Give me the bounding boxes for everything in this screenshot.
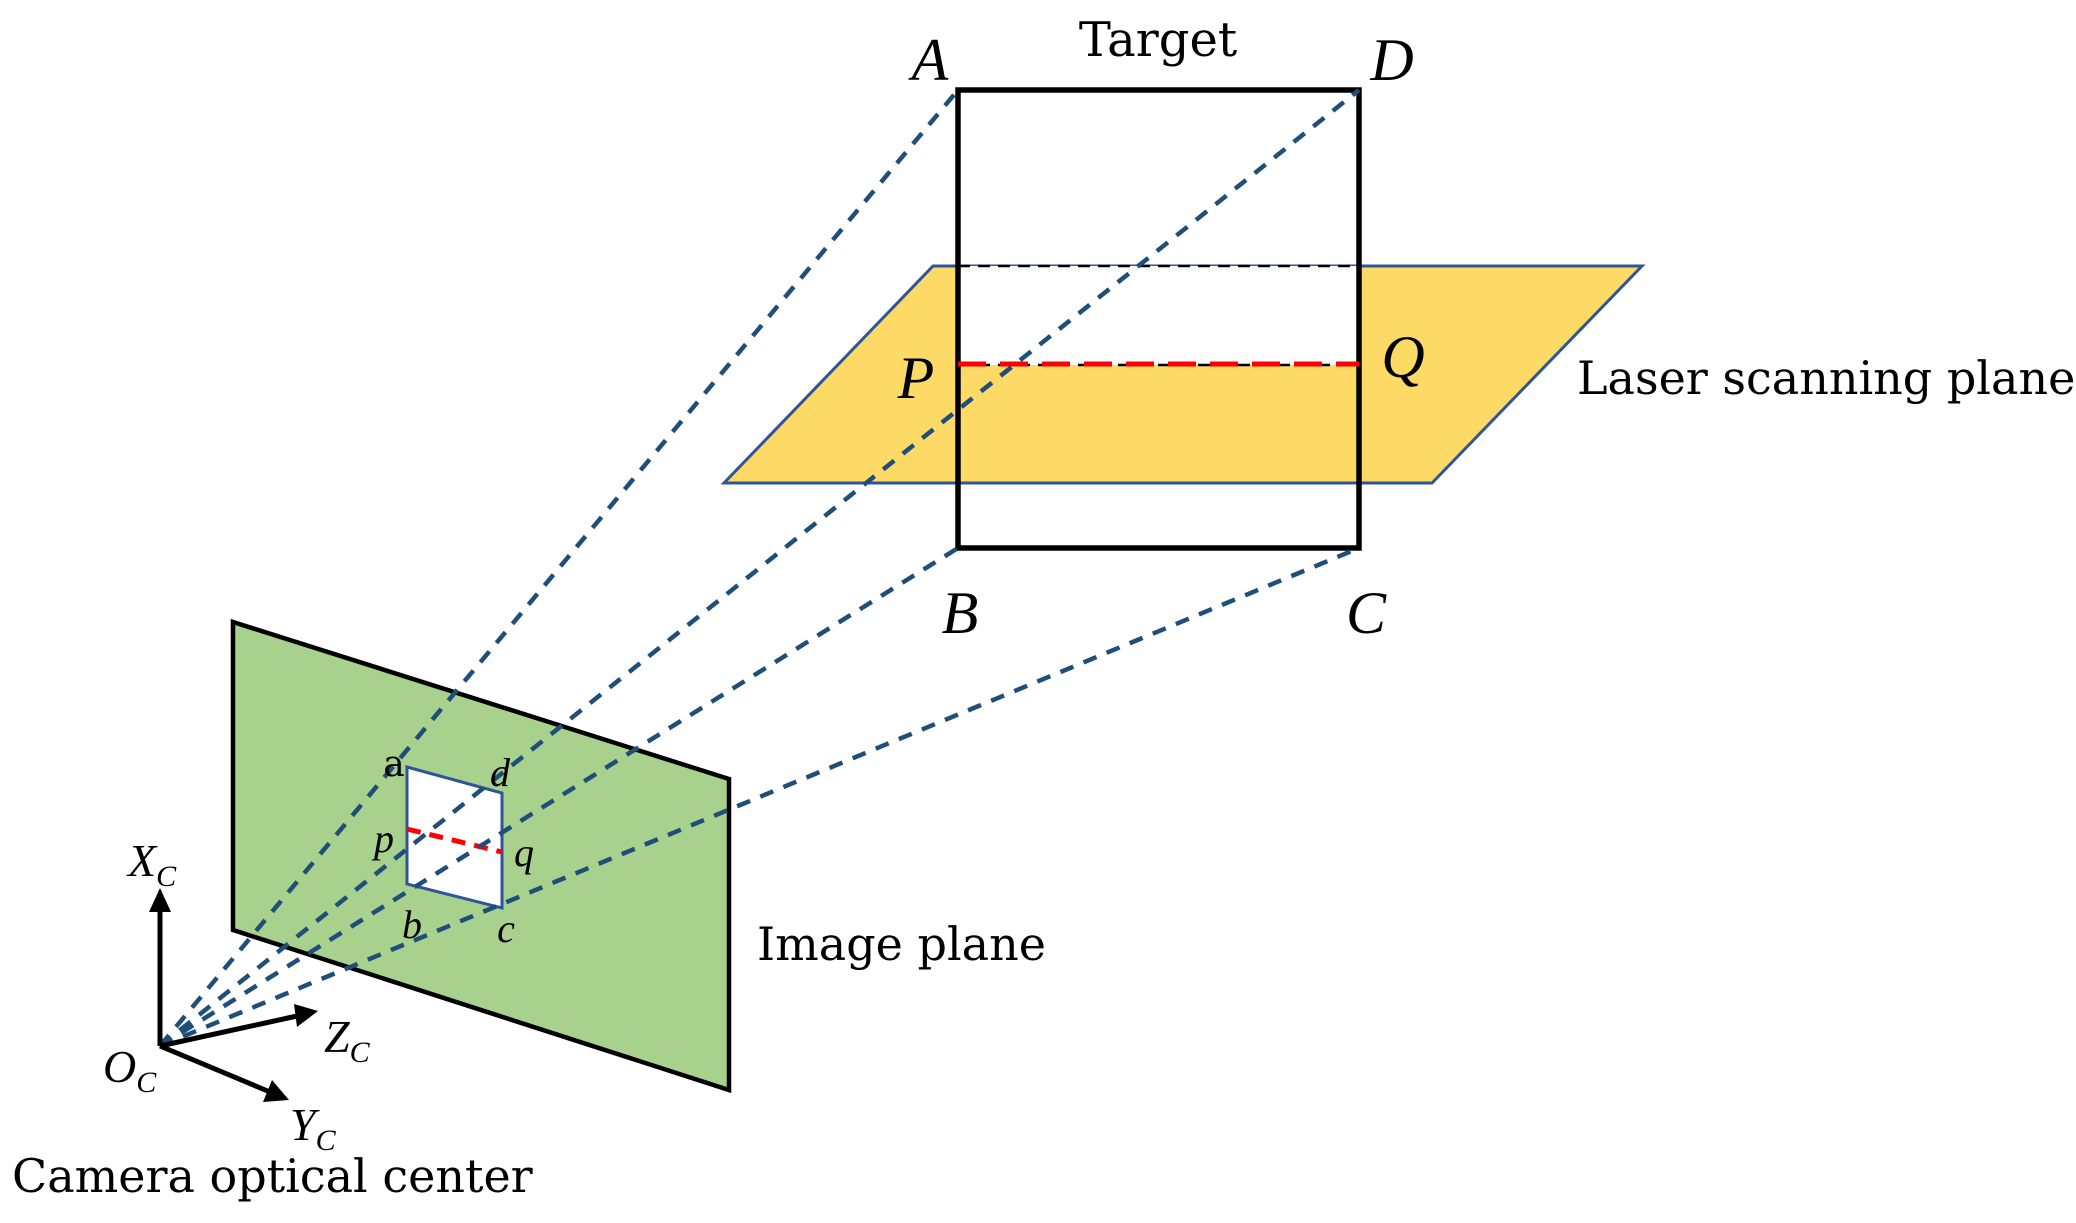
image-rectangle (405, 765, 504, 910)
laser-plane-label: Laser scanning plane (1577, 351, 2075, 405)
ray-to-A (158, 88, 960, 1048)
y-axis-label: YC (290, 1099, 337, 1157)
corner-B-label: B (942, 580, 979, 646)
corner-C-label: C (1346, 580, 1387, 646)
x-axis-letter: X (126, 835, 158, 886)
origin-subscript: C (136, 1066, 157, 1099)
image-plane-label: Image plane (757, 917, 1046, 971)
camera-center-label: Camera optical center (12, 1149, 533, 1203)
image-point-p-label: p (371, 816, 394, 861)
z-axis-letter: Z (324, 1011, 350, 1062)
z-axis-arrowhead (294, 1004, 318, 1027)
image-corner-c-label: c (497, 906, 515, 951)
origin-letter: O (103, 1041, 136, 1092)
x-axis-arrowhead (149, 888, 171, 912)
x-axis-subscript: C (156, 860, 177, 893)
image-line-pq (406, 826, 503, 855)
ray-to-C (159, 545, 1360, 1049)
z-axis-label: ZC (324, 1011, 371, 1069)
camera-axes (149, 888, 318, 1102)
z-axis (159, 1013, 298, 1049)
y-axis (159, 1043, 271, 1095)
ray-to-B (158, 546, 960, 1048)
image-corner-d-label: d (490, 750, 511, 795)
z-axis-subscript: C (350, 1036, 371, 1069)
projection-rays (158, 88, 1361, 1049)
origin-label: OC (103, 1041, 157, 1099)
ray-to-D (158, 88, 1361, 1048)
target-title: Target (1079, 12, 1237, 68)
corner-A-label: A (908, 27, 949, 93)
y-axis-subscript: C (316, 1124, 337, 1157)
target-upper-window (958, 266, 1359, 365)
point-Q-label: Q (1381, 324, 1424, 390)
x-axis-label: XC (126, 835, 177, 893)
laser-scanning-plane (720, 264, 1646, 485)
image-point-q-label: q (514, 830, 534, 875)
corner-D-label: D (1369, 27, 1413, 93)
point-P-label: P (897, 345, 935, 411)
y-axis-letter: Y (290, 1099, 320, 1150)
image-corner-b-label: b (402, 902, 422, 947)
target-frame (955, 87, 1362, 551)
y-axis-arrowhead (263, 1080, 289, 1102)
image-corner-a-label: a (383, 744, 404, 785)
